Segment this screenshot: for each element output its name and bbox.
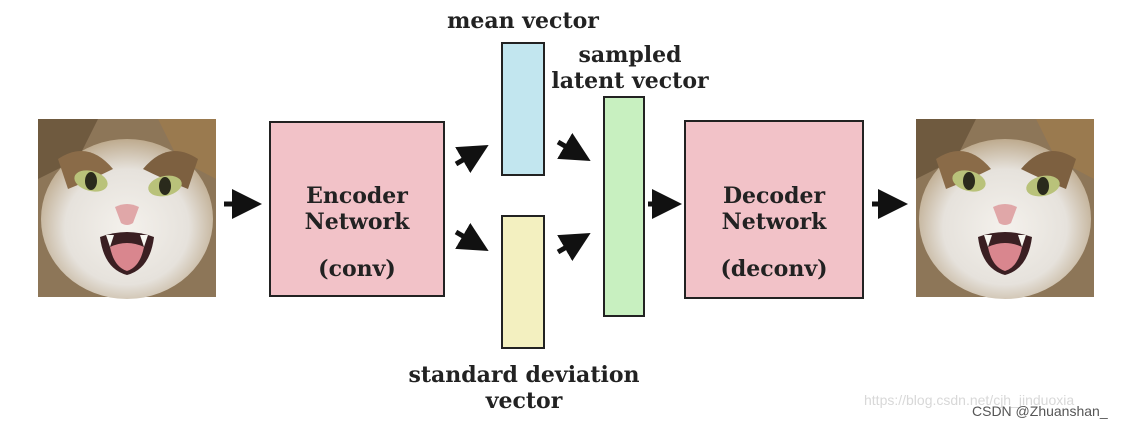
encoder-subtitle: (conv) <box>318 256 396 282</box>
output-cat-image <box>916 119 1094 299</box>
arrow-encoder-to-std <box>454 222 489 252</box>
watermark-url: https://blog.csdn.net/cjh_jinduoxia <box>864 392 1075 408</box>
mean-vector-box <box>501 42 545 176</box>
encoder-title: Encoder Network <box>304 183 410 235</box>
latent-vector-label: sampled latent vector <box>551 42 709 94</box>
std-vector-label: standard deviation vector <box>408 362 640 414</box>
std-vector-box <box>501 215 545 349</box>
input-cat-image <box>38 119 216 299</box>
arrow-encoder-to-mean <box>454 144 489 174</box>
decoder-box <box>684 120 864 299</box>
arrow-mean-to-latent <box>556 132 591 162</box>
encoder-box <box>269 121 445 297</box>
latent-vector-box <box>603 96 645 317</box>
decoder-subtitle: (deconv) <box>720 256 828 282</box>
decoder-title: Decoder Network <box>721 183 827 235</box>
mean-vector-label: mean vector <box>447 8 599 34</box>
arrow-std-to-latent <box>556 232 591 262</box>
watermark-credit: CSDN @Zhuanshan_ <box>972 403 1108 419</box>
